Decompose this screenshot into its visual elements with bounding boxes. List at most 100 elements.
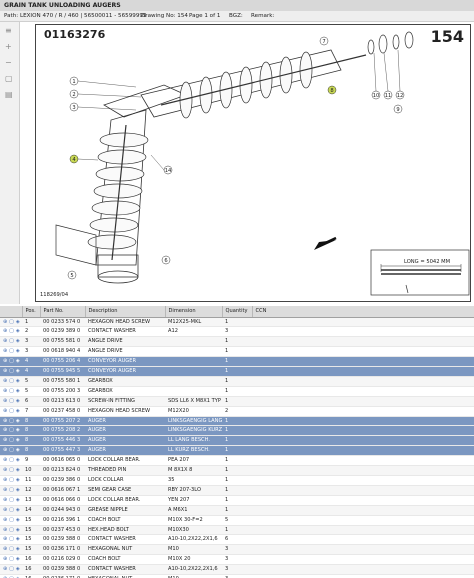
part-no-cell: 00 0236 171 0: [40, 544, 85, 556]
part-no-cell: 00 0213 613 0: [40, 396, 85, 407]
quantity-cell: 3: [222, 326, 252, 338]
row-icons[interactable]: ⊕ ▢ ◈: [0, 554, 22, 566]
row-icons[interactable]: ⊕ ▢ ◈: [0, 525, 22, 536]
col-header-ccn[interactable]: CCN: [252, 306, 474, 318]
pos-cell: 16: [22, 564, 40, 576]
dimension-cell: YEN 207: [165, 495, 222, 506]
row-icons[interactable]: ⊕ ▢ ◈: [0, 336, 22, 348]
row-icons[interactable]: ⊕ ▢ ◈: [0, 376, 22, 387]
description-cell: AUGER: [85, 435, 165, 447]
col-header-dimension[interactable]: Dimension: [165, 306, 223, 318]
ccn-cell: [252, 366, 474, 377]
quantity-cell: 1: [222, 435, 252, 447]
col-header-part-no[interactable]: Part No.: [40, 306, 86, 318]
pos-cell: 13: [22, 495, 40, 506]
row-icons[interactable]: ⊕ ▢ ◈: [0, 346, 22, 358]
collapse-icon[interactable]: ≡: [5, 26, 12, 35]
pos-cell: 14: [22, 505, 40, 516]
fit-page-icon[interactable]: ▢: [5, 74, 13, 83]
pos-cell: 4: [22, 366, 40, 377]
pos-cell: 2: [22, 326, 40, 338]
row-icons[interactable]: ⊕ ▢ ◈: [0, 574, 22, 578]
row-icons[interactable]: ⊕ ▢ ◈: [0, 435, 22, 447]
ccn-cell: [252, 376, 474, 387]
row-icons[interactable]: ⊕ ▢ ◈: [0, 505, 22, 516]
pos-cell: 4: [22, 356, 40, 368]
quantity-cell: 1: [222, 425, 252, 437]
row-icons[interactable]: ⊕ ▢ ◈: [0, 326, 22, 338]
row-icons[interactable]: ⊕ ▢ ◈: [0, 386, 22, 397]
row-icons[interactable]: ⊕ ▢ ◈: [0, 485, 22, 496]
zoom-in-icon[interactable]: +: [5, 42, 12, 51]
dimension-cell: SDS LL6 X M8X1 TYP C: [165, 396, 222, 407]
path-bar: Path: LEXION 470 / R / 460 | 56500011 - …: [0, 11, 474, 22]
description-cell: HEXAGONAL NUT: [85, 574, 165, 578]
row-icons[interactable]: ⊕ ▢ ◈: [0, 534, 22, 546]
row-icons[interactable]: ⊕ ▢ ◈: [0, 475, 22, 486]
row-icons[interactable]: ⊕ ▢ ◈: [0, 465, 22, 476]
quantity-cell: 1: [222, 475, 252, 486]
row-icons[interactable]: ⊕ ▢ ◈: [0, 495, 22, 506]
row-icons[interactable]: ⊕ ▢ ◈: [0, 406, 22, 417]
pos-cell: 6: [22, 396, 40, 407]
dimension-cell: A M6X1: [165, 505, 222, 516]
row-icons[interactable]: ⊕ ▢ ◈: [0, 416, 22, 427]
col-header-quantity[interactable]: Quantity: [222, 306, 253, 318]
dimension-cell: [165, 376, 222, 387]
part-no-cell: 00 0216 029 0: [40, 554, 85, 566]
row-icons[interactable]: ⊕ ▢ ◈: [0, 564, 22, 576]
description-cell: HEX.HEAD BOLT: [85, 525, 165, 536]
quantity-cell: 1: [222, 376, 252, 387]
zoom-out-icon[interactable]: −: [5, 58, 12, 67]
pos-cell: 8: [22, 445, 40, 457]
row-icons[interactable]: ⊕ ▢ ◈: [0, 515, 22, 526]
ccn-cell: [252, 525, 474, 536]
col-header-pos[interactable]: Pos.: [22, 306, 41, 318]
row-icons[interactable]: ⊕ ▢ ◈: [0, 356, 22, 368]
row-icons[interactable]: ⊕ ▢ ◈: [0, 366, 22, 377]
ccn-cell: [252, 445, 474, 457]
dimension-cell: LINKSGAENGIG LANG: [165, 416, 222, 427]
side-toolbar: ≡ + − ▢ ▤: [0, 22, 20, 304]
col-header-description[interactable]: Description: [85, 306, 166, 318]
row-icons[interactable]: ⊕ ▢ ◈: [0, 317, 22, 328]
callout-5: 5: [70, 273, 73, 279]
quantity-cell: 3: [222, 544, 252, 556]
row-icons[interactable]: ⊕ ▢ ◈: [0, 425, 22, 437]
row-icons[interactable]: ⊕ ▢ ◈: [0, 544, 22, 556]
row-icons[interactable]: ⊕ ▢ ◈: [0, 396, 22, 407]
row-icons[interactable]: ⊕ ▢ ◈: [0, 455, 22, 467]
pos-cell: 12: [22, 485, 40, 496]
quantity-cell: 1: [222, 465, 252, 476]
row-icons[interactable]: ⊕ ▢ ◈: [0, 445, 22, 457]
print-icon[interactable]: ▤: [5, 90, 13, 99]
ccn-cell: [252, 515, 474, 526]
